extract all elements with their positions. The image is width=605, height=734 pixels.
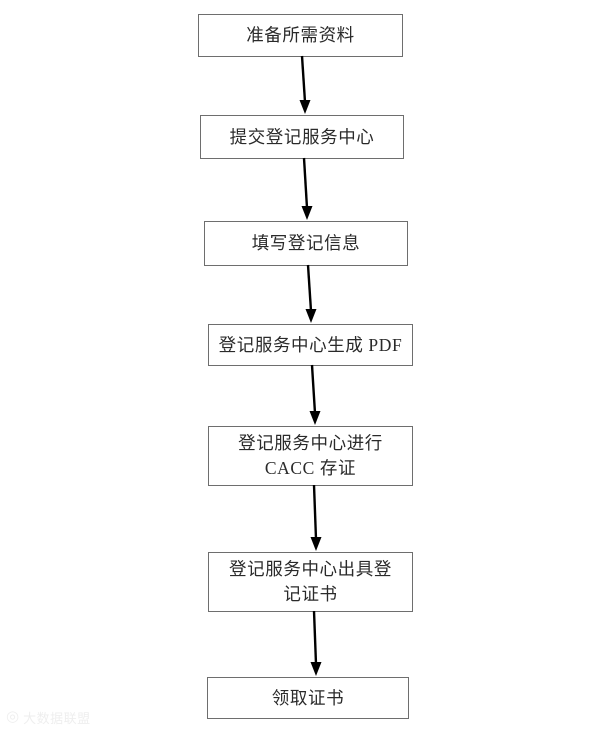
flowchart-node-step-5[interactable]: 登记服务中心进行 CACC 存证 [208, 426, 413, 486]
flowchart-node-step-6[interactable]: 登记服务中心出具登 记证书 [208, 552, 413, 612]
flowchart-node-label: 填写登记信息 [251, 233, 361, 254]
flowchart-arrow-3 [286, 264, 336, 325]
flowchart-arrow-1 [280, 55, 330, 116]
flowchart-node-step-1[interactable]: 准备所需资料 [198, 14, 403, 57]
flowchart-arrow-5 [292, 484, 342, 553]
flowchart-node-label: 领取证书 [271, 687, 345, 708]
flowchart-node-step-2[interactable]: 提交登记服务中心 [200, 115, 404, 159]
flowchart-arrow-4 [290, 364, 340, 427]
flowchart-arrow-2 [282, 157, 332, 222]
flowchart-node-step-3[interactable]: 填写登记信息 [204, 221, 408, 266]
flowchart-node-step-4[interactable]: 登记服务中心生成 PDF [208, 324, 413, 366]
flowchart-node-label: 准备所需资料 [246, 25, 355, 46]
flowchart-node-label: 登记服务中心出具登 记证书 [229, 559, 392, 604]
flowchart-arrow-6 [292, 610, 342, 678]
flowchart-node-step-7[interactable]: 领取证书 [207, 677, 409, 719]
flowchart-node-label: 提交登记服务中心 [229, 126, 375, 147]
flowchart-node-label: 登记服务中心进行 CACC 存证 [238, 433, 383, 478]
flowchart-node-label: 登记服务中心生成 PDF [218, 334, 403, 355]
